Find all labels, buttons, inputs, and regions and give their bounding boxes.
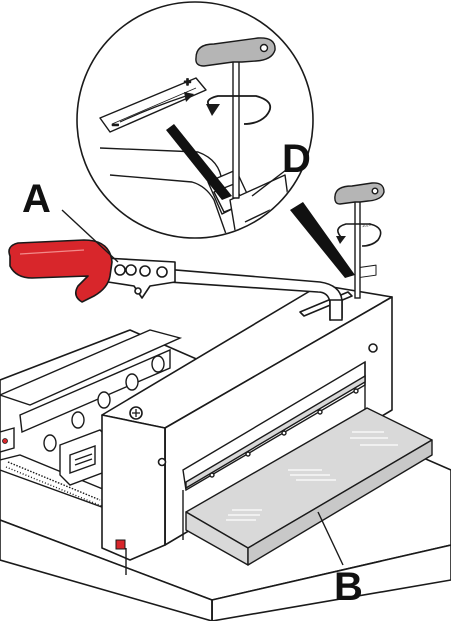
bolt-icon <box>129 406 143 420</box>
t-handle-wrench-icon <box>334 182 385 299</box>
red-stop <box>115 539 126 550</box>
leader-lines <box>61 169 344 566</box>
callout-b: B <box>334 565 363 609</box>
leader-b <box>317 511 344 566</box>
callout-a: A <box>22 177 51 221</box>
knife-opening <box>182 360 366 540</box>
machine-housing <box>101 264 393 561</box>
scale-plus: + <box>184 75 191 89</box>
left-table-area <box>0 329 183 511</box>
detail-zoom: – + <box>76 1 355 278</box>
rotation-arrow-icon <box>336 223 382 247</box>
leader-d <box>251 169 287 197</box>
plate-mark: 1026 <box>362 222 372 228</box>
callout-d: D <box>282 137 311 181</box>
leader-a <box>61 209 119 263</box>
front-tray <box>185 407 433 566</box>
lever-arm <box>79 257 343 321</box>
red-handle-grip <box>8 239 113 303</box>
scale-minus: – <box>112 117 119 131</box>
zoom-pointer <box>290 202 355 278</box>
